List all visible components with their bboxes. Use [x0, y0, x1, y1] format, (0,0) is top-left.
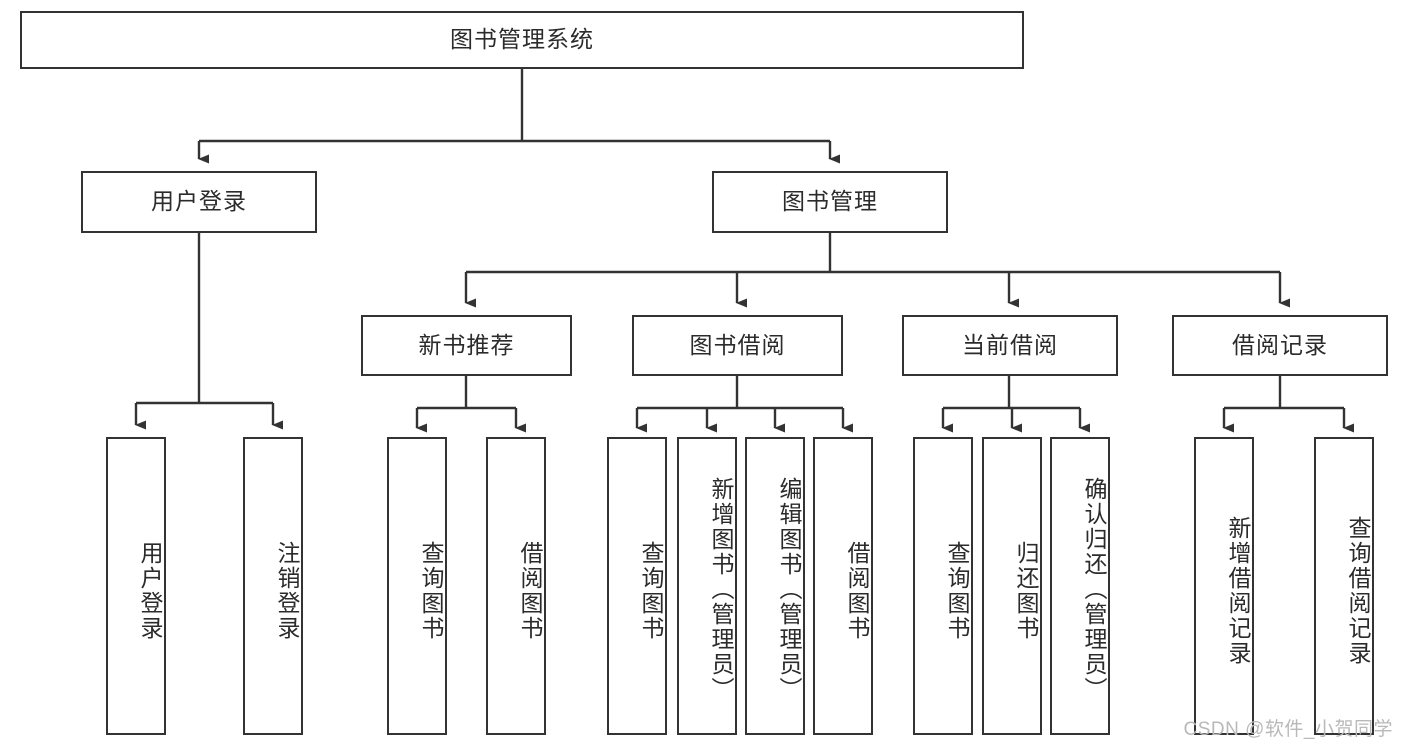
leaf-confirm-return-admin[interactable]: 确认归还（管理员）: [1050, 437, 1110, 735]
leaf-borrow-books[interactable]: 借阅图书: [813, 437, 873, 735]
leaf-query-borrow-record[interactable]: 查询借阅记录: [1314, 437, 1374, 735]
node-current-borrowing[interactable]: 当前借阅: [902, 315, 1118, 376]
node-label: 查询图书: [418, 541, 444, 641]
node-new-book-recommendation[interactable]: 新书推荐: [361, 315, 572, 376]
node-root-book-management-system[interactable]: 图书管理系统: [20, 11, 1024, 69]
node-label: 借阅图书: [517, 541, 543, 641]
leaf-user-login[interactable]: 用户登录: [106, 437, 166, 735]
node-label: 注销登录: [274, 541, 300, 641]
node-user-login[interactable]: 用户登录: [81, 171, 317, 233]
node-label: 图书管理系统: [450, 26, 594, 53]
node-borrowing-records[interactable]: 借阅记录: [1172, 315, 1388, 376]
node-label: 新增借阅记录: [1225, 516, 1251, 666]
node-label: 编辑图书（管理员）: [776, 476, 802, 702]
node-book-management[interactable]: 图书管理: [712, 171, 948, 233]
node-label: 用户登录: [151, 188, 247, 215]
node-label: 确认归还（管理员）: [1081, 476, 1107, 702]
node-label: 归还图书: [1013, 541, 1039, 641]
node-label: 借阅图书: [844, 541, 870, 641]
node-label: 查询图书: [944, 541, 970, 641]
leaf-logout[interactable]: 注销登录: [243, 437, 303, 735]
node-label: 借阅记录: [1232, 331, 1328, 358]
leaf-query-books-newbook[interactable]: 查询图书: [387, 437, 447, 735]
leaf-borrow-books-newbook[interactable]: 借阅图书: [486, 437, 546, 735]
node-label: 用户登录: [137, 541, 163, 641]
node-label: 图书管理: [782, 188, 878, 215]
node-label: 查询图书: [638, 541, 664, 641]
leaf-add-borrow-record[interactable]: 新增借阅记录: [1194, 437, 1254, 735]
node-label: 新书推荐: [418, 331, 515, 358]
leaf-query-books-current[interactable]: 查询图书: [913, 437, 973, 735]
node-label: 新增图书（管理员）: [708, 476, 734, 702]
leaf-add-book-admin[interactable]: 新增图书（管理员）: [677, 437, 737, 735]
leaf-query-books-borrow[interactable]: 查询图书: [607, 437, 667, 735]
node-label: 当前借阅: [962, 331, 1058, 358]
leaf-return-books[interactable]: 归还图书: [982, 437, 1042, 735]
csdn-watermark: CSDN @软件_小贺同学: [1183, 719, 1393, 740]
leaf-edit-book-admin[interactable]: 编辑图书（管理员）: [745, 437, 805, 735]
node-label: 图书借阅: [689, 331, 786, 358]
node-book-borrowing[interactable]: 图书借阅: [632, 315, 843, 376]
node-label: 查询借阅记录: [1345, 516, 1371, 666]
